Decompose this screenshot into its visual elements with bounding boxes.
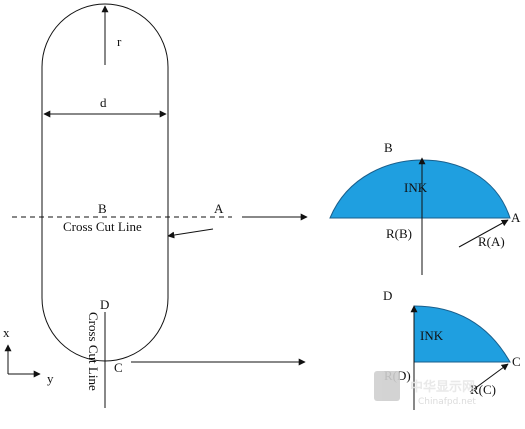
ink-label-bottom: INK <box>420 328 444 343</box>
horizontal-cross-cut-label: Cross Cut Line <box>63 219 142 234</box>
ink-cross-section-cd <box>413 305 511 363</box>
radius-a-arrow <box>458 219 509 248</box>
point-d-right: D <box>383 288 392 303</box>
radius-c-arrow <box>469 363 509 393</box>
radius-c-label: R(C) <box>470 382 496 397</box>
x-axis-label: x <box>3 325 10 340</box>
point-b-right: B <box>384 140 393 155</box>
watermark-logo: 中华显示网 Chinafpd.net <box>374 371 476 407</box>
watermark-sub-text: Chinafpd.net <box>418 397 476 407</box>
radius-a-label: R(A) <box>478 234 505 249</box>
point-c-right: C <box>512 354 521 369</box>
slot-outline <box>41 3 169 362</box>
diameter-label: d <box>100 95 107 110</box>
ink-label-top: INK <box>404 180 428 195</box>
point-a-right: A <box>511 210 521 225</box>
vertical-cross-cut-label: Cross Cut Line <box>86 312 101 391</box>
y-axis-label: y <box>47 371 54 386</box>
point-a-left: A <box>214 201 224 216</box>
radius-b-label: R(B) <box>386 226 412 241</box>
radius-label: r <box>117 34 122 49</box>
point-d-left: D <box>100 297 109 312</box>
cross-cut-pointer-arrow <box>167 228 214 239</box>
point-b-left: B <box>98 201 107 216</box>
watermark-badge <box>374 371 400 401</box>
point-c-left: C <box>114 360 123 375</box>
watermark-logo-text: 中华显示网 <box>410 379 475 395</box>
